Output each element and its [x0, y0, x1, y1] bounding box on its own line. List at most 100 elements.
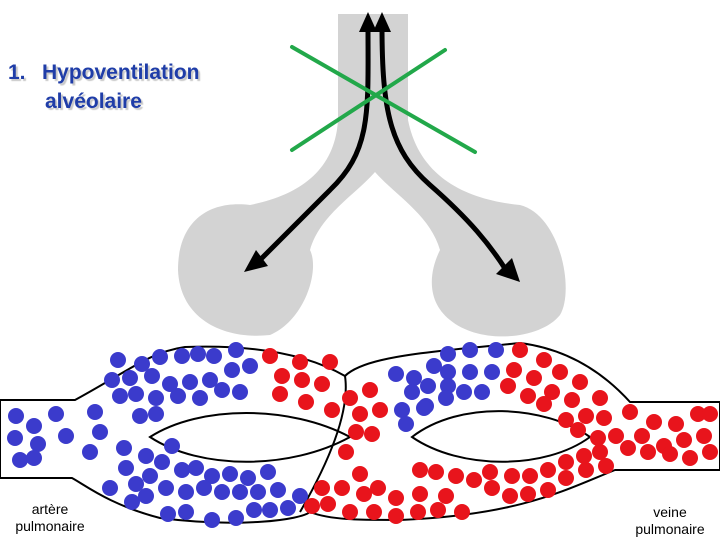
oxygenated-blood-cell	[662, 446, 678, 462]
oxygenated-blood-cell	[522, 468, 538, 484]
oxygenated-blood-cell	[314, 376, 330, 392]
oxygenated-blood-cell	[520, 486, 536, 502]
deoxygenated-blood-cell	[204, 468, 220, 484]
deoxygenated-blood-cell	[462, 364, 478, 380]
deoxygenated-blood-cell	[192, 390, 208, 406]
deoxygenated-blood-cell	[148, 406, 164, 422]
oxygenated-blood-cell	[370, 480, 386, 496]
oxygenated-blood-cell	[634, 428, 650, 444]
oxygenated-blood-cell	[484, 480, 500, 496]
deoxygenated-blood-cell	[170, 388, 186, 404]
oxygenated-blood-cell	[702, 444, 718, 460]
deoxygenated-blood-cell	[484, 364, 500, 380]
deoxygenated-blood-cell	[214, 382, 230, 398]
deoxygenated-blood-cell	[214, 484, 230, 500]
deoxygenated-blood-cell	[196, 480, 212, 496]
oxygenated-blood-cell	[536, 352, 552, 368]
deoxygenated-blood-cell	[246, 502, 262, 518]
deoxygenated-blood-cell	[30, 436, 46, 452]
deoxygenated-blood-cell	[134, 356, 150, 372]
oxygenated-blood-cell	[502, 488, 518, 504]
title-line-2: alvéolaire	[45, 90, 142, 113]
deoxygenated-blood-cell	[174, 462, 190, 478]
oxygenated-blood-cell	[314, 480, 330, 496]
oxygenated-blood-cell	[578, 462, 594, 478]
deoxygenated-blood-cell	[394, 402, 410, 418]
deoxygenated-blood-cell	[202, 372, 218, 388]
label-right-line-2: pulmonaire	[635, 521, 705, 537]
oxygenated-blood-cell	[668, 416, 684, 432]
deoxygenated-blood-cell	[92, 424, 108, 440]
deoxygenated-blood-cells	[7, 342, 504, 528]
oxygenated-blood-cell	[702, 406, 718, 422]
oxygenated-blood-cell	[298, 394, 314, 410]
deoxygenated-blood-cell	[292, 488, 308, 504]
oxygenated-blood-cell	[578, 408, 594, 424]
oxygenated-blood-cell	[274, 368, 290, 384]
oxygenated-blood-cell	[526, 370, 542, 386]
oxygenated-blood-cell	[570, 422, 586, 438]
deoxygenated-blood-cell	[438, 390, 454, 406]
deoxygenated-blood-cell	[128, 476, 144, 492]
deoxygenated-blood-cell	[102, 480, 118, 496]
oxygenated-blood-cell	[352, 406, 368, 422]
oxygenated-blood-cell	[500, 378, 516, 394]
oxygenated-blood-cell	[320, 496, 336, 512]
pulmonary-artery-label: artère pulmonaire	[2, 501, 98, 535]
label-left-line-1: artère	[31, 501, 69, 517]
deoxygenated-blood-cell	[110, 352, 126, 368]
deoxygenated-blood-cell	[232, 384, 248, 400]
oxygenated-blood-cell	[504, 468, 520, 484]
deoxygenated-blood-cell	[8, 408, 24, 424]
title-line-1: Hypoventilation	[42, 61, 200, 84]
deoxygenated-blood-cell	[398, 416, 414, 432]
deoxygenated-blood-cell	[164, 438, 180, 454]
oxygenated-blood-cell	[558, 470, 574, 486]
deoxygenated-blood-cell	[250, 484, 266, 500]
deoxygenated-blood-cell	[222, 466, 238, 482]
deoxygenated-blood-cell	[228, 342, 244, 358]
deoxygenated-blood-cell	[12, 452, 28, 468]
deoxygenated-blood-cell	[440, 378, 456, 394]
oxygenated-blood-cell	[366, 504, 382, 520]
oxygenated-blood-cell	[342, 504, 358, 520]
deoxygenated-blood-cell	[462, 342, 478, 358]
oxygenated-blood-cell	[592, 444, 608, 460]
oxygenated-blood-cell	[338, 444, 354, 460]
oxygenated-blood-cell	[690, 406, 706, 422]
oxygenated-blood-cell	[506, 362, 522, 378]
oxygenated-blood-cell	[544, 384, 560, 400]
oxygenated-blood-cell	[438, 488, 454, 504]
deoxygenated-blood-cell	[128, 386, 144, 402]
deoxygenated-blood-cell	[87, 404, 103, 420]
deoxygenated-blood-cell	[7, 430, 23, 446]
deoxygenated-blood-cell	[48, 406, 64, 422]
deoxygenated-blood-cell	[144, 368, 160, 384]
oxygenated-blood-cell	[372, 402, 388, 418]
oxygenated-blood-cell	[620, 440, 636, 456]
deoxygenated-blood-cell	[112, 388, 128, 404]
deoxygenated-blood-cell	[190, 346, 206, 362]
deoxygenated-blood-cell	[270, 482, 286, 498]
deoxygenated-blood-cell	[152, 349, 168, 365]
oxygenated-blood-cell	[362, 382, 378, 398]
oxygenated-blood-cell	[356, 486, 372, 502]
oxygenated-blood-cell	[352, 466, 368, 482]
deoxygenated-blood-cell	[138, 448, 154, 464]
oxygenated-blood-cell	[454, 504, 470, 520]
oxygenated-blood-cell	[576, 448, 592, 464]
airflow-arrow-icon	[255, 23, 509, 273]
oxygenated-blood-cell	[294, 372, 310, 388]
oxygenated-blood-cell	[322, 354, 338, 370]
oxygenated-blood-cell	[292, 354, 308, 370]
oxygenated-blood-cell	[388, 490, 404, 506]
deoxygenated-blood-cell	[416, 400, 432, 416]
oxygenated-blood-cell	[272, 386, 288, 402]
oxygenated-blood-cell	[412, 462, 428, 478]
oxygenated-blood-cell	[512, 342, 528, 358]
airway	[178, 14, 566, 337]
deoxygenated-blood-cell	[474, 384, 490, 400]
oxygenated-blood-cell	[364, 426, 380, 442]
oxygenated-blood-cell	[540, 482, 556, 498]
